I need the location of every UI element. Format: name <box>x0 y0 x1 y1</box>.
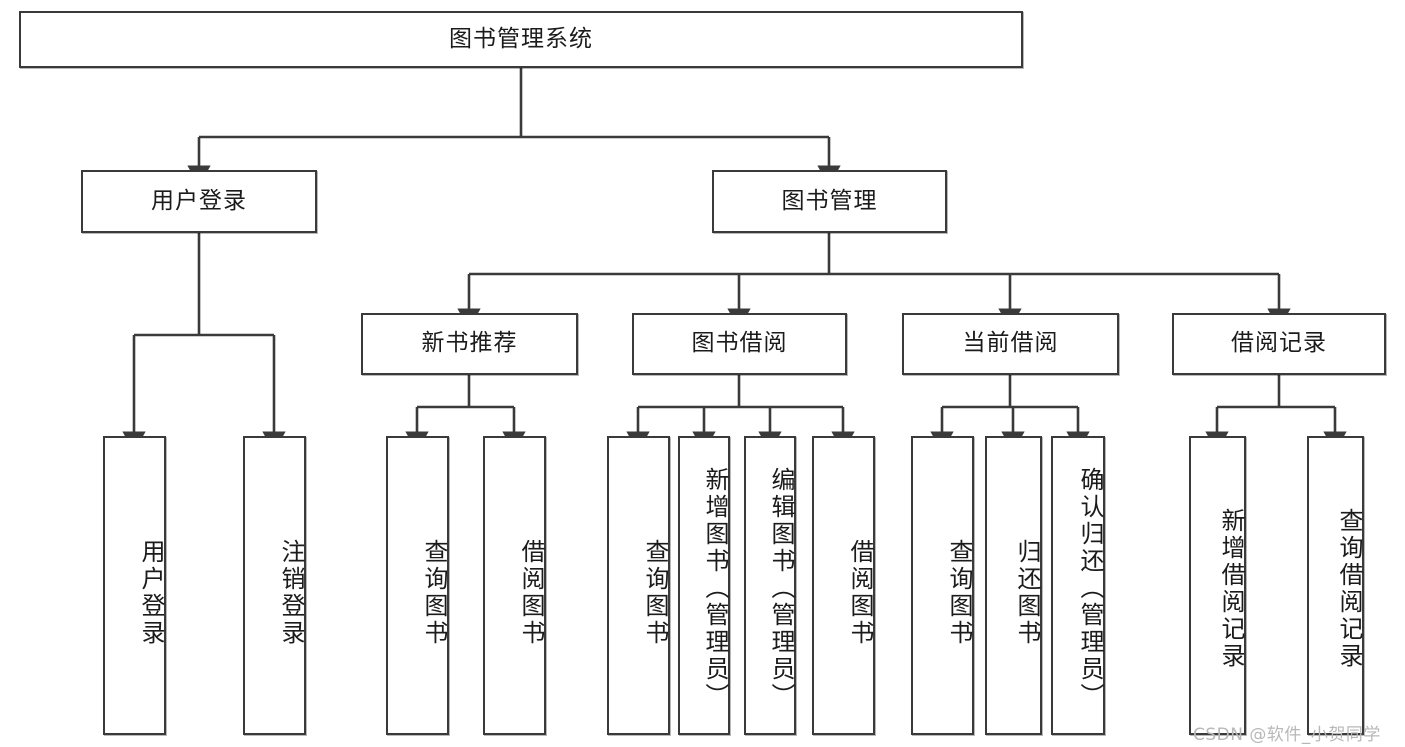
node-label-leaf-query-book-borrow: 查询图书 <box>641 538 669 647</box>
node-label-leaf-query-book-recommend: 查询图书 <box>420 538 448 647</box>
node-current-borrow[interactable]: 当前借阅 <box>902 313 1119 375</box>
node-book-borrow[interactable]: 图书借阅 <box>632 313 847 375</box>
node-new-book-recommend[interactable]: 新书推荐 <box>361 313 578 375</box>
watermark-text: CSDN @软件_小贺同学 <box>1193 725 1381 745</box>
node-label-leaf-add-book: 新增图书（管理员） <box>701 467 729 710</box>
node-leaf-add-book[interactable]: 新增图书（管理员） <box>678 436 730 735</box>
node-leaf-borrow-book-recommend[interactable]: 借阅图书 <box>483 436 546 735</box>
node-label-leaf-edit-book: 编辑图书（管理员） <box>767 467 795 710</box>
node-leaf-logout[interactable]: 注销登录 <box>243 436 306 735</box>
node-leaf-confirm-return[interactable]: 确认归还（管理员） <box>1051 436 1105 735</box>
node-label-leaf-borrow-book-recommend: 借阅图书 <box>517 538 545 647</box>
node-book-management[interactable]: 图书管理 <box>712 170 947 233</box>
node-borrow-record[interactable]: 借阅记录 <box>1172 313 1386 375</box>
node-leaf-query-borrow-record[interactable]: 查询借阅记录 <box>1307 436 1364 735</box>
node-label-user-login: 用户登录 <box>151 187 247 214</box>
node-label-borrow-record: 借阅记录 <box>1231 330 1327 357</box>
node-leaf-borrow-book[interactable]: 借阅图书 <box>812 436 875 735</box>
node-label-leaf-borrow-book: 借阅图书 <box>846 538 874 647</box>
node-leaf-query-book-borrow[interactable]: 查询图书 <box>607 436 670 735</box>
node-root[interactable]: 图书管理系统 <box>19 11 1023 68</box>
node-label-leaf-query-borrow-record: 查询借阅记录 <box>1335 507 1363 670</box>
node-leaf-user-login[interactable]: 用户登录 <box>103 436 166 735</box>
node-label-book-management: 图书管理 <box>781 187 878 214</box>
node-leaf-add-borrow-record[interactable]: 新增借阅记录 <box>1189 436 1246 735</box>
node-leaf-query-book-current[interactable]: 查询图书 <box>911 436 974 735</box>
node-label-book-borrow: 图书借阅 <box>691 330 788 357</box>
node-label-leaf-query-book-current: 查询图书 <box>945 538 973 647</box>
node-label-current-borrow: 当前借阅 <box>962 330 1059 357</box>
node-label-leaf-confirm-return: 确认归还（管理员） <box>1076 467 1104 710</box>
node-label-leaf-user-login: 用户登录 <box>137 538 165 647</box>
node-label-leaf-return-book: 归还图书 <box>1013 538 1041 647</box>
node-leaf-edit-book[interactable]: 编辑图书（管理员） <box>744 436 796 735</box>
node-leaf-return-book[interactable]: 归还图书 <box>985 436 1042 735</box>
node-leaf-query-book-recommend[interactable]: 查询图书 <box>386 436 449 735</box>
node-label-leaf-logout: 注销登录 <box>277 538 305 647</box>
node-user-login[interactable]: 用户登录 <box>81 170 317 233</box>
node-label-new-book-recommend: 新书推荐 <box>421 330 518 357</box>
node-label-leaf-add-borrow-record: 新增借阅记录 <box>1217 507 1245 670</box>
node-label-root: 图书管理系统 <box>449 25 593 52</box>
